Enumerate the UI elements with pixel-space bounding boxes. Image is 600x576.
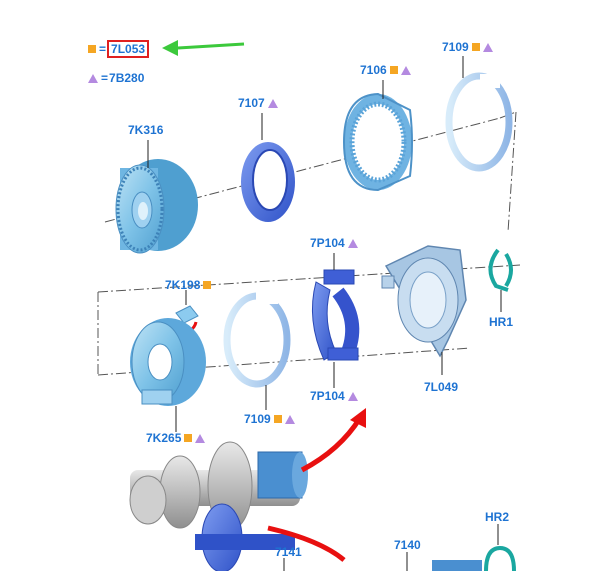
label-7p104-top-text: 7P104 <box>310 236 345 250</box>
inserts-7p104 <box>311 269 360 361</box>
triangle-icon <box>347 239 358 248</box>
label-7141: 7141 <box>275 545 302 559</box>
triangle-icon <box>284 415 295 424</box>
legend-square-row: =7L053 <box>88 40 150 58</box>
label-7107: 7107 <box>238 96 278 110</box>
label-7p104-bot-text: 7P104 <box>310 389 345 403</box>
label-7109-mid-text: 7109 <box>244 412 271 426</box>
label-hr1: HR1 <box>489 315 513 329</box>
snapring-7109-top <box>445 72 513 172</box>
triangle-icon <box>400 66 411 75</box>
square-symbol-icon <box>88 45 96 53</box>
label-hr1-text: HR1 <box>489 315 514 329</box>
label-7k198-text: 7K198 <box>165 278 201 292</box>
legend-triangle-code: 7B280 <box>109 71 145 85</box>
square-icon <box>203 281 212 289</box>
label-7106: 7106 <box>360 63 411 77</box>
label-7106-text: 7106 <box>360 63 387 77</box>
clip-hr1 <box>488 248 513 292</box>
label-7l049: 7L049 <box>424 380 458 394</box>
triangle-icon <box>482 43 493 52</box>
pointer-arrow <box>162 40 245 56</box>
clip-hr2 <box>484 545 516 572</box>
shaft-assembly <box>129 441 308 573</box>
label-7k198: 7K198 <box>165 278 212 292</box>
label-7141-text: 7141 <box>275 545 302 559</box>
triangle-icon <box>347 392 358 401</box>
label-7k265-text: 7K265 <box>146 431 182 445</box>
key-7k198 <box>175 305 199 324</box>
legend-equals: = <box>101 71 109 85</box>
label-7109-top-text: 7109 <box>442 40 469 54</box>
part-7140 <box>432 560 482 571</box>
label-hr2: HR2 <box>485 510 509 524</box>
label-7p104-top: 7P104 <box>310 236 358 250</box>
label-7109-mid: 7109 <box>244 412 295 426</box>
label-7140-text: 7140 <box>394 538 421 552</box>
legend-square-code: 7L053 <box>107 40 150 58</box>
triangle-symbol-icon <box>88 74 98 83</box>
label-7k316: 7K316 <box>128 123 163 137</box>
label-7k265: 7K265 <box>146 431 206 445</box>
plate-7l049 <box>381 245 467 358</box>
label-7k316-text: 7K316 <box>128 123 164 137</box>
arrow-shaft-up <box>300 416 363 473</box>
legend-triangle-row: =7B280 <box>88 71 144 85</box>
snapring-7109-mid <box>223 292 291 388</box>
triangle-icon <box>195 434 206 443</box>
label-7l049-text: 7L049 <box>424 380 459 394</box>
gear-7k316 <box>115 159 198 254</box>
square-icon <box>389 66 398 74</box>
label-7109-top: 7109 <box>442 40 493 54</box>
hub-7k265 <box>130 318 206 406</box>
arrow-shaft-down <box>267 525 346 562</box>
legend-equals: = <box>99 42 107 56</box>
square-icon <box>273 415 282 423</box>
label-7p104-bot: 7P104 <box>310 389 358 403</box>
sleeve-7106 <box>342 92 413 192</box>
square-icon <box>471 43 480 51</box>
label-7140: 7140 <box>394 538 421 552</box>
label-7107-text: 7107 <box>238 96 265 110</box>
ring-7107 <box>241 142 295 222</box>
triangle-icon <box>267 99 278 108</box>
square-icon <box>184 434 193 442</box>
label-hr2-text: HR2 <box>485 510 510 524</box>
arrow-shaft-up-head <box>350 408 366 428</box>
